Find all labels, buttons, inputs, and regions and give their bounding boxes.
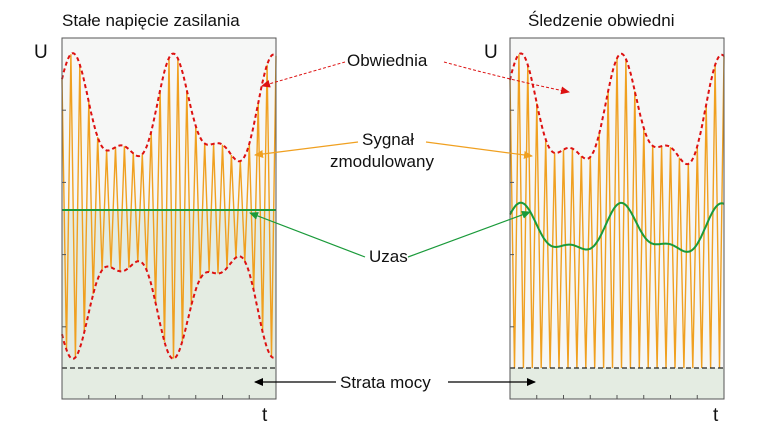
envelope-arrow-left: [261, 61, 346, 88]
right-y-axis-label: U: [484, 42, 498, 63]
left-panel: U t: [34, 37, 277, 426]
power-loss-area: [510, 368, 724, 399]
right-panel-content: [509, 37, 725, 400]
right-panel-title: Śledzenie obwiedni: [528, 11, 675, 30]
panel-frame-outline: [61, 37, 277, 400]
modulated-arrow-left: [254, 141, 359, 158]
power-loss-area: [62, 210, 276, 399]
supply-voltage-tracking: [509, 201, 725, 253]
envelope-upper: [61, 52, 277, 163]
envelope-upper: [509, 52, 725, 166]
right-x-axis-label: t: [713, 405, 719, 426]
left-panel-title: Stałe napięcie zasilania: [62, 11, 240, 30]
right-panel: U t: [484, 37, 725, 426]
envelope-lower: [61, 255, 277, 360]
label-modulated-line2: zmodulowany: [330, 152, 434, 171]
label-envelope: Obwiednia: [347, 51, 428, 70]
left-panel-content: [61, 37, 277, 400]
pointer-arrows: [249, 61, 570, 386]
label-modulated-line1: Sygnał: [362, 130, 414, 149]
envelope-arrow-right: [443, 61, 570, 95]
label-supply: Uzas: [369, 247, 408, 266]
label-power-loss: Strata mocy: [340, 373, 431, 392]
supply-arrow-left: [249, 212, 366, 258]
supply-arrow-right: [407, 211, 531, 258]
left-x-axis-label: t: [262, 405, 268, 426]
left-y-axis-label: U: [34, 42, 48, 63]
modulated-arrow-right: [425, 141, 533, 159]
panel-frame-outline: [509, 37, 725, 400]
